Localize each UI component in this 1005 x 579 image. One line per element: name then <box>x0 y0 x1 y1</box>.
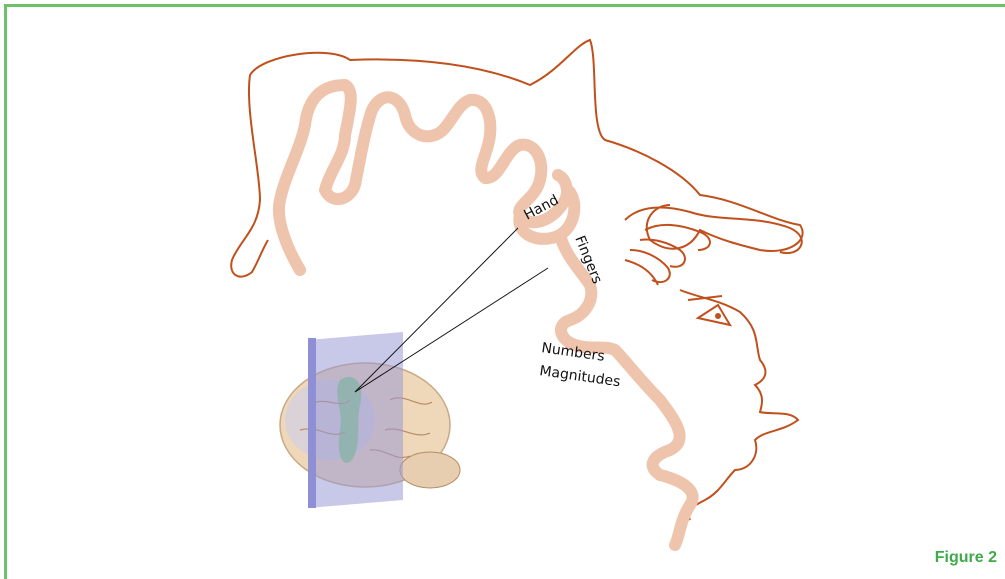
eyebrow <box>688 296 722 300</box>
section-plane-edge <box>308 338 316 508</box>
brain-graphic <box>280 332 460 508</box>
pointer-line-hand <box>355 228 518 392</box>
pointer-line-fingers <box>355 268 548 392</box>
eye-pupil <box>715 313 721 319</box>
label-magnitudes: Magnitudes <box>538 363 621 390</box>
face-drawing <box>680 290 798 520</box>
eye-outline <box>698 305 730 325</box>
homunculus-leg-outline <box>231 75 268 277</box>
figure-caption-label: Figure 2 <box>935 549 997 567</box>
